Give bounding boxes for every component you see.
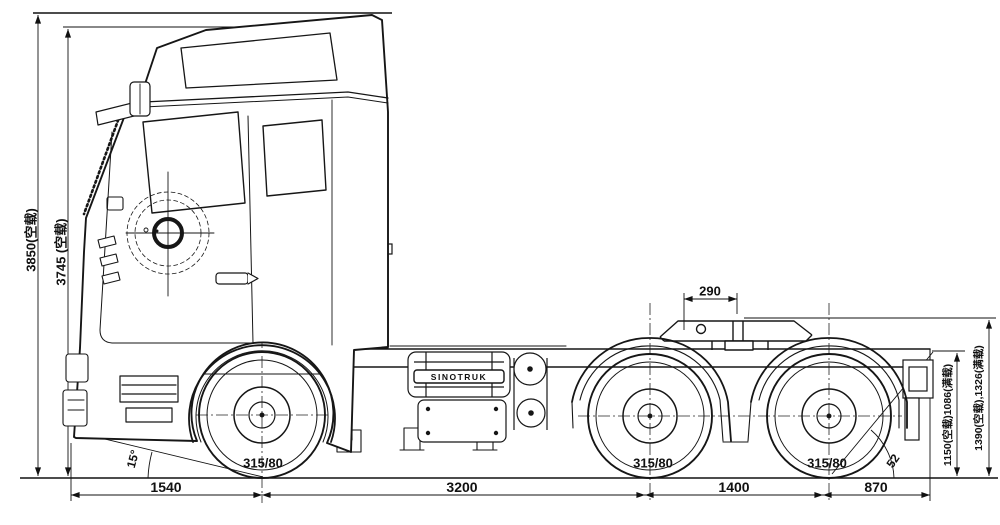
chassis xyxy=(194,345,931,453)
wheels xyxy=(198,351,892,479)
fairing-window xyxy=(180,32,338,89)
side-window xyxy=(262,119,327,197)
approach-angle-line xyxy=(79,432,264,478)
air-tanks xyxy=(513,352,548,430)
mirror xyxy=(106,81,151,211)
cab xyxy=(62,14,389,453)
rear-bracket xyxy=(902,359,934,441)
grille-louvres xyxy=(97,235,121,285)
battery-box xyxy=(417,399,507,443)
middle-wheel xyxy=(587,353,713,479)
dim-rear-wheelbase-label: 1400 xyxy=(718,479,750,495)
door-handle xyxy=(215,272,259,285)
fifth-wheel-handle xyxy=(695,323,707,335)
front-fender xyxy=(188,344,336,443)
rear-wheel xyxy=(766,353,892,479)
dim-front-wheelbase-label: 3200 xyxy=(446,479,478,495)
fuel-tank xyxy=(407,351,511,398)
bumper-details xyxy=(62,353,89,427)
dim-front-overhang-label: 1540 xyxy=(150,479,182,495)
dim-overall-height-label: 3850(空载) xyxy=(23,208,39,272)
front-wheel xyxy=(198,351,326,479)
cab-steps xyxy=(119,375,179,423)
dim-rear-overhang-label: 870 xyxy=(864,479,888,495)
dim-fifth-wheel-offset-label: 290 xyxy=(699,283,721,299)
dim-frame-height-label: 1150(空载)1086(满载) xyxy=(941,363,954,467)
door-emblem xyxy=(125,171,215,297)
tire-size-front-label: 315/80 xyxy=(243,455,283,471)
rear-fenders xyxy=(571,337,908,443)
dim-cab-height-label: 3745 (空载) xyxy=(53,218,69,286)
dim-fifth-wheel-height-label: 1390(空载),1326(满载) xyxy=(972,345,985,451)
tire-size-middle-label: 315/80 xyxy=(633,455,673,471)
rear-mudflap xyxy=(904,397,920,441)
fuel-tank-logo: SINOTRUK xyxy=(430,371,488,382)
fifth-wheel xyxy=(659,320,813,351)
door-window xyxy=(142,111,246,214)
tire-size-rear-label: 315/80 xyxy=(807,455,847,471)
